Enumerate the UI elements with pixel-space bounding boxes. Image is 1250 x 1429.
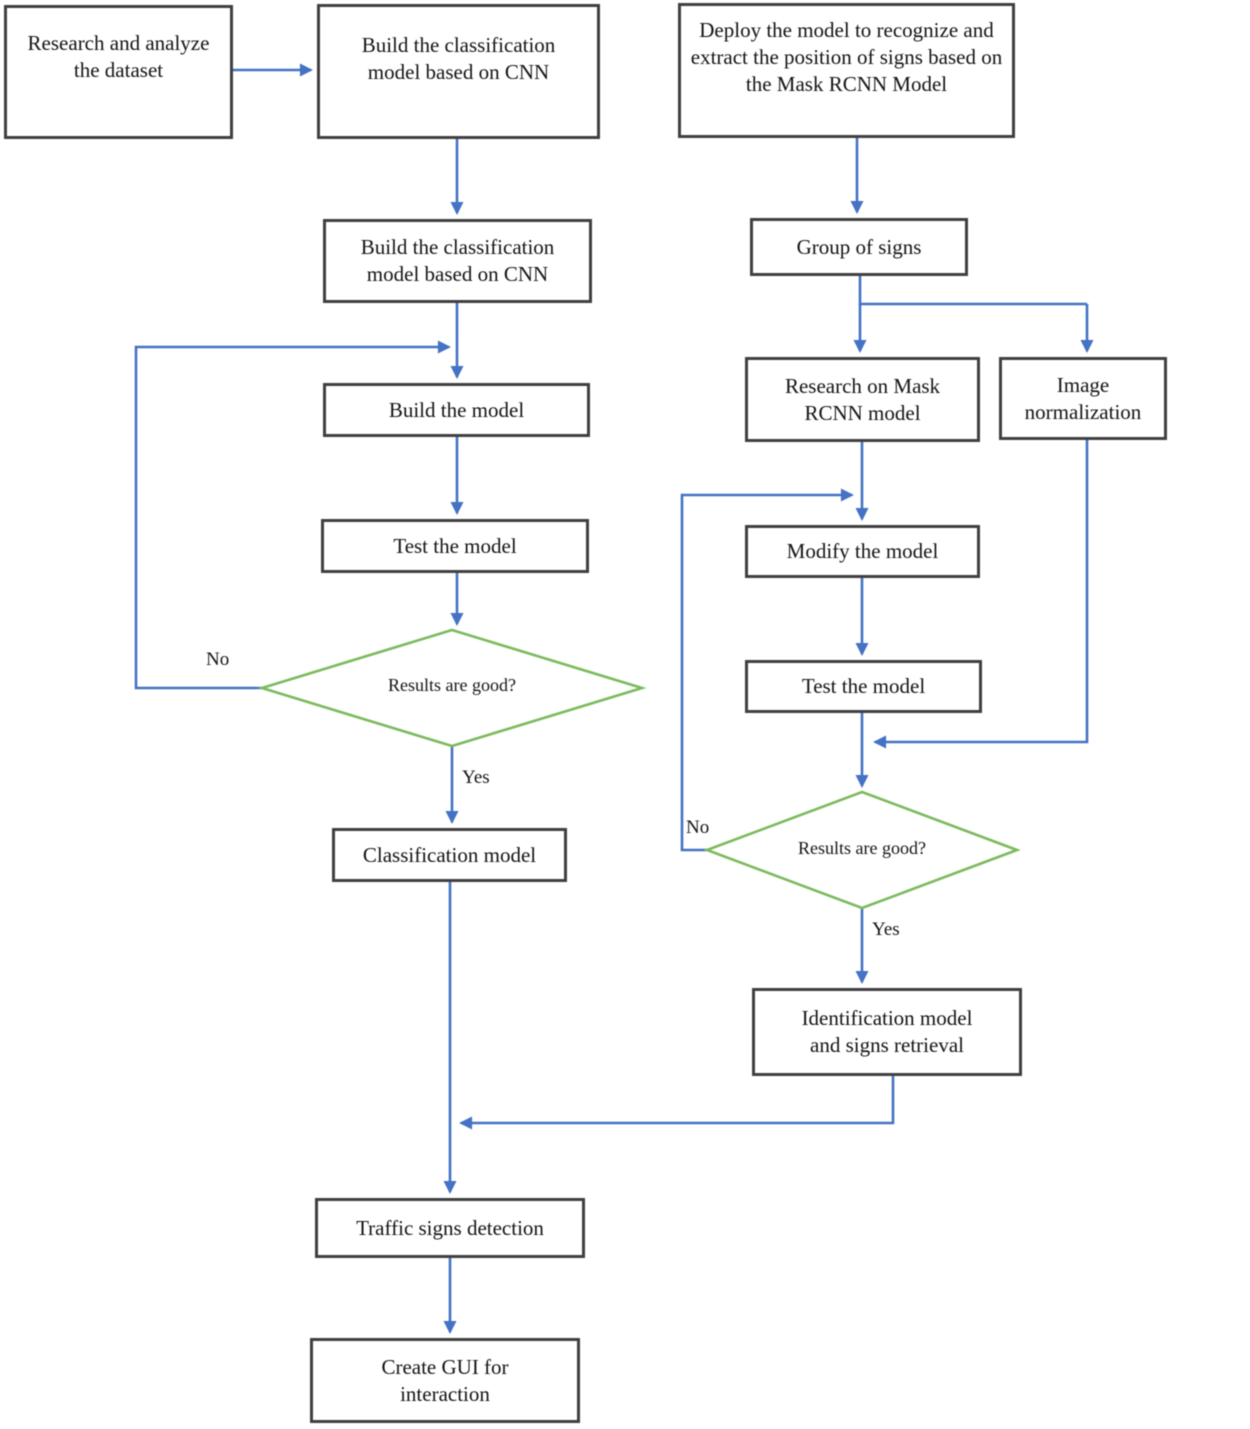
identification-model-box: Identification model and signs retrieval [752,988,1022,1076]
build-cnn-model-top-label: Build the classification model based on … [361,33,556,84]
test-model-right-box: Test the model [745,660,982,713]
build-cnn-model-label: Build the classification model based on … [360,235,555,286]
decision-diamond-right [703,790,1021,910]
create-gui-box: Create GUI for interaction [310,1338,580,1423]
image-normalization-label: Image normalization [1024,372,1142,424]
classification-model-box: Classification model [332,828,567,882]
test-model-left-box: Test the model [321,519,589,573]
label-yes-right: Yes [872,919,900,940]
results-good-right-decision-label: Results are good? [798,838,926,858]
image-normalization-box: Image normalization [999,357,1167,440]
build-model-box: Build the model [323,383,590,437]
modify-model-box: Modify the model [745,525,980,578]
deploy-mask-rcnn-box: Deploy the model to recognize and extrac… [678,3,1015,138]
group-of-signs-label: Group of signs [796,234,922,259]
results-good-left-decision-label: Results are good? [388,675,516,695]
identification-model-label: Identification model and signs retrieval [801,1006,973,1057]
traffic-signs-detection-box: Traffic signs detection [315,1198,585,1258]
research-dataset-box: Research and analyze the dataset [4,5,233,139]
classification-model-label: Classification model [362,842,537,867]
deploy-mask-rcnn-label: Deploy the model to recognize and extrac… [690,18,1003,96]
decision-diamond-left [257,628,647,748]
build-model-label: Build the model [388,397,525,422]
label-no-left: No [206,649,230,670]
test-model-right-label: Test the model [801,674,926,699]
label-no-right: No [686,817,710,838]
build-cnn-model-box: Build the classification model based on … [323,219,592,303]
research-dataset-label: Research and analyze the dataset [27,31,210,82]
modify-model-label: Modify the model [786,539,939,564]
label-yes-left: Yes [462,767,490,788]
traffic-signs-detection-label: Traffic signs detection [356,1215,544,1240]
create-gui-label: Create GUI for interaction [381,1354,509,1406]
build-cnn-model-top-box: Build the classification model based on … [317,4,600,139]
group-of-signs-box: Group of signs [750,218,968,276]
test-model-left-label: Test the model [393,533,517,558]
research-mask-rcnn-box: Research on Mask RCNN model [745,357,980,442]
research-mask-rcnn-label: Research on Mask RCNN model [784,373,941,425]
